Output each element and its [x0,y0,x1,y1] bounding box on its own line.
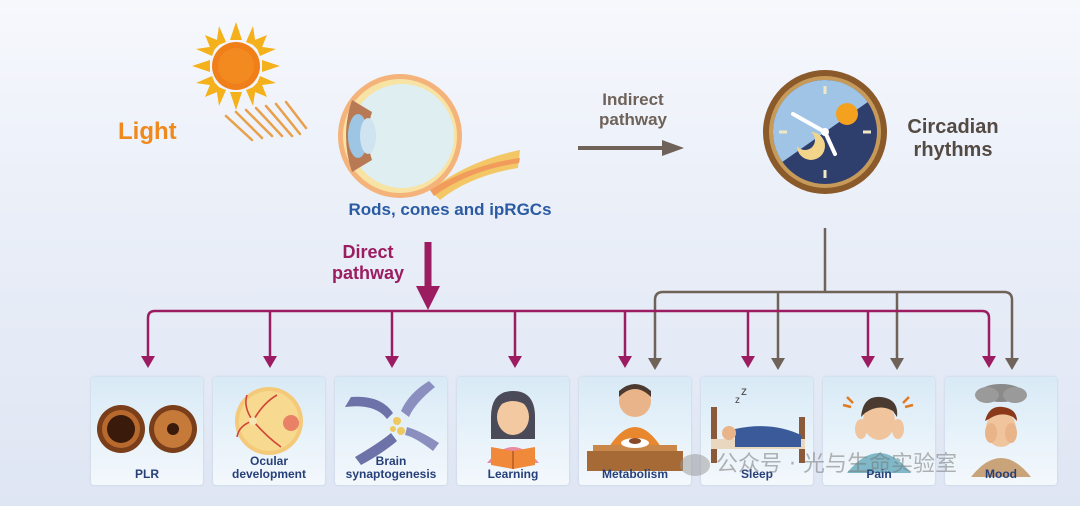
outcome-label: Pain [866,466,892,481]
indirect-pathway-label: Indirect pathway [598,90,668,129]
watermark-text: 公众号 · 光与生命实验室 [716,452,957,477]
circadian-output-lines [653,228,1014,362]
outcome-label: Sleep [740,466,773,481]
arrowhead-pain-indirect [890,358,904,370]
arrowhead-ocular [263,356,277,368]
outcome-label: Learning [487,466,539,481]
circadian-label: Circadian rhythms [907,116,999,161]
outcome-label: Brain synaptogenesis [345,453,437,481]
outcome-box-learning: Learning [457,377,569,485]
outcome-box-pain: Pain [823,377,935,485]
svg-text:z: z [741,384,747,398]
sad-person-cloud-icon [971,384,1031,477]
receptors-label: Rods, cones and ipRGCs [348,200,552,219]
arrowhead-mood-indirect [1005,358,1019,370]
reading-child-icon [487,391,539,469]
arrowhead-pain-direct [861,356,875,368]
clock-icon [763,70,887,194]
outcome-box-plr: PLR [91,377,203,485]
direct-pathway-label: Direct pathway [331,242,405,283]
outcome-box-metabolism: Metabolism [579,377,691,485]
arrowhead-sleep-indirect [771,358,785,370]
pupil-icon [97,405,197,453]
outcome-box-ocular: Ocular development [213,377,325,485]
watermark: 公众号 · 光与生命实验室 [680,446,957,478]
outcome-label: PLR [135,466,159,481]
svg-text:z: z [735,395,740,406]
outcome-label: Mood [985,466,1017,481]
retina-icon [235,387,303,455]
eye-icon [338,74,520,200]
indirect-pathway-arrow [578,140,684,156]
arrowhead-metabolism-indirect [648,358,662,370]
arrowhead-brain [385,356,399,368]
outcome-label: Ocular development [231,453,306,481]
sun-icon [192,22,280,110]
arrowhead-sleep-direct [741,356,755,368]
light-rays-icon [224,100,308,142]
light-label: Light [118,118,177,145]
arrowhead-mood-direct [982,356,996,368]
outcome-box-sleep: z z Sleep [701,377,813,485]
arrowhead-metabolism-direct [618,356,632,368]
direct-output-lines [146,309,991,360]
eating-person-icon [587,384,683,471]
outcome-label: Metabolism [601,466,668,481]
direct-pathway-arrow [416,242,440,310]
arrowhead-learning [508,356,522,368]
sleeping-person-icon: z z [711,384,805,463]
arrowhead-plr [141,356,155,368]
outcome-box-mood: Mood [945,377,1057,485]
headache-person-icon [842,396,914,473]
outcome-box-brain: Brain synaptogenesis [335,377,447,485]
wechat-icon [680,454,710,476]
synapse-icon [345,381,439,465]
